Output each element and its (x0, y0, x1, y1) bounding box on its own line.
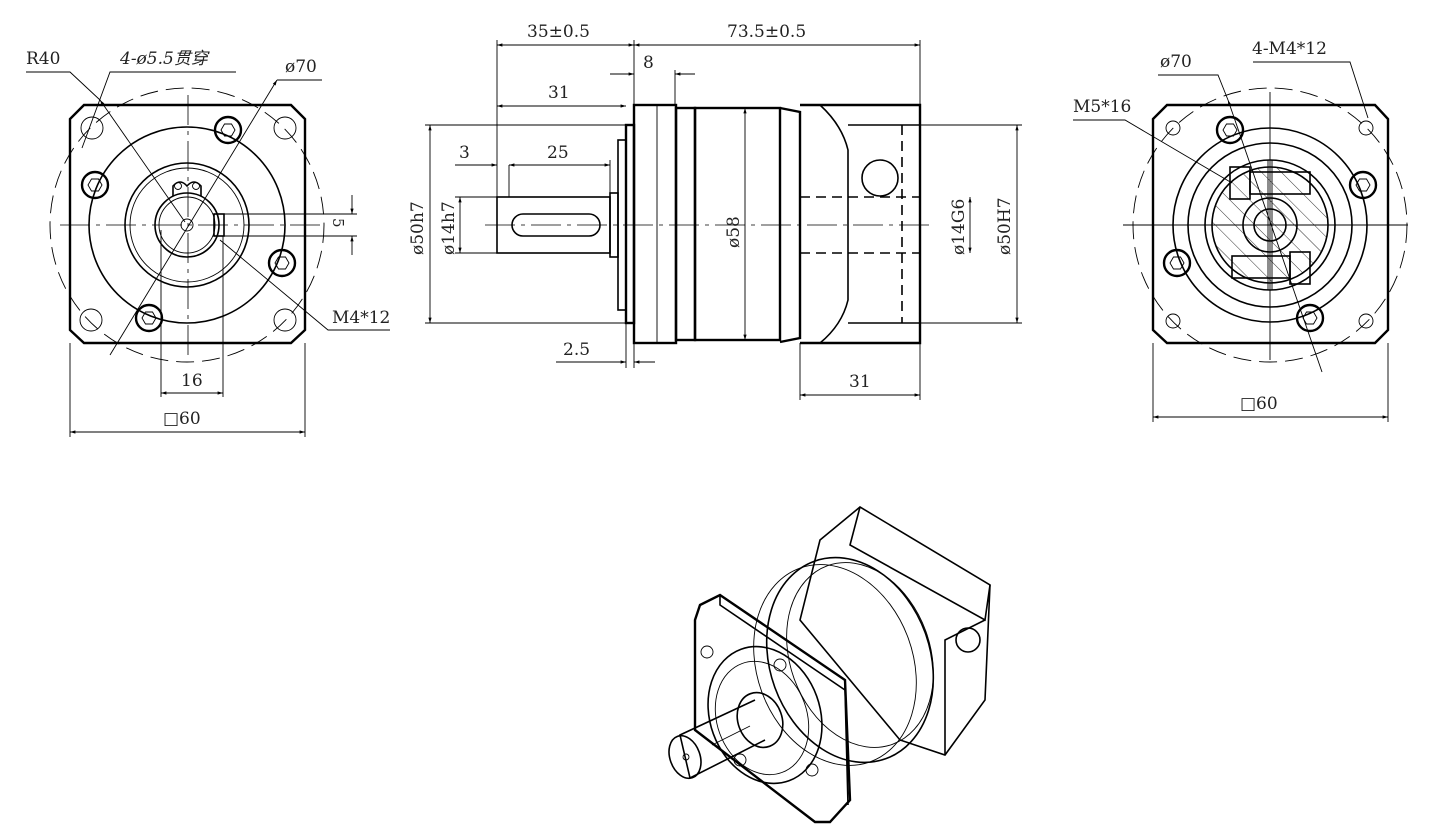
rear-view: ø70 4-M4*12 M5*16 □60 (1073, 39, 1408, 422)
side-view: 35±0.5 73.5±0.5 8 31 3 25 2.5 31 ø50h7 ø… (408, 22, 1022, 400)
through-holes-label: 4-ø5.5贯穿 (119, 49, 210, 69)
clamp-access-hole (861, 159, 899, 197)
iso-flange (693, 593, 852, 824)
shoulder-label: 3 (459, 143, 470, 163)
output-pilot-label: ø50h7 (408, 201, 428, 255)
pcd-circle (49, 87, 325, 363)
key-height-label: 16 (181, 371, 203, 391)
pilot-label: 2.5 (563, 340, 590, 360)
rear-square-label: □60 (1240, 394, 1278, 414)
socket-screw-icon (1162, 115, 1378, 333)
pcd-label: ø70 (285, 57, 317, 77)
isometric-view (668, 506, 991, 824)
front-view: R40 4-ø5.5贯穿 ø70 M4*12 5 16 □60 (26, 49, 390, 437)
output-shaft-label: ø14h7 (439, 201, 459, 255)
motor-flange-length-label: 31 (849, 372, 871, 392)
tap-hole-icon (1165, 120, 1374, 329)
through-hole-icon (79, 116, 297, 332)
body-length-label: 73.5±0.5 (727, 22, 806, 42)
square-flange (1151, 103, 1390, 345)
clamp-screw-top (1249, 171, 1311, 195)
input-bore-label: ø14G6 (949, 199, 969, 255)
clamp-screw-label: M5*16 (1073, 97, 1131, 117)
flange-label: 8 (643, 53, 654, 73)
motor-adapter (800, 103, 922, 345)
front-square-label: □60 (163, 409, 201, 429)
iso-shaft (679, 699, 766, 780)
rear-pcd-label: ø70 (1160, 52, 1192, 72)
socket-screw-icon (80, 115, 297, 333)
screw-label: M4*12 (332, 308, 390, 328)
key-width-label: 5 (329, 218, 347, 228)
housing-dia-label: ø58 (724, 216, 744, 248)
iso-access-hole (955, 627, 981, 653)
clamp-screw-bottom (1231, 255, 1291, 279)
housing (693, 106, 782, 342)
square-flange (68, 103, 307, 345)
input-length-label: 35±0.5 (527, 22, 590, 42)
key-length-label: 25 (547, 143, 569, 163)
output-flange (632, 103, 678, 345)
input-pilot-label: ø50H7 (995, 197, 1015, 255)
radius-label: R40 (26, 49, 60, 69)
shaft-length-label: 31 (548, 83, 570, 103)
tap-label: 4-M4*12 (1252, 39, 1327, 59)
